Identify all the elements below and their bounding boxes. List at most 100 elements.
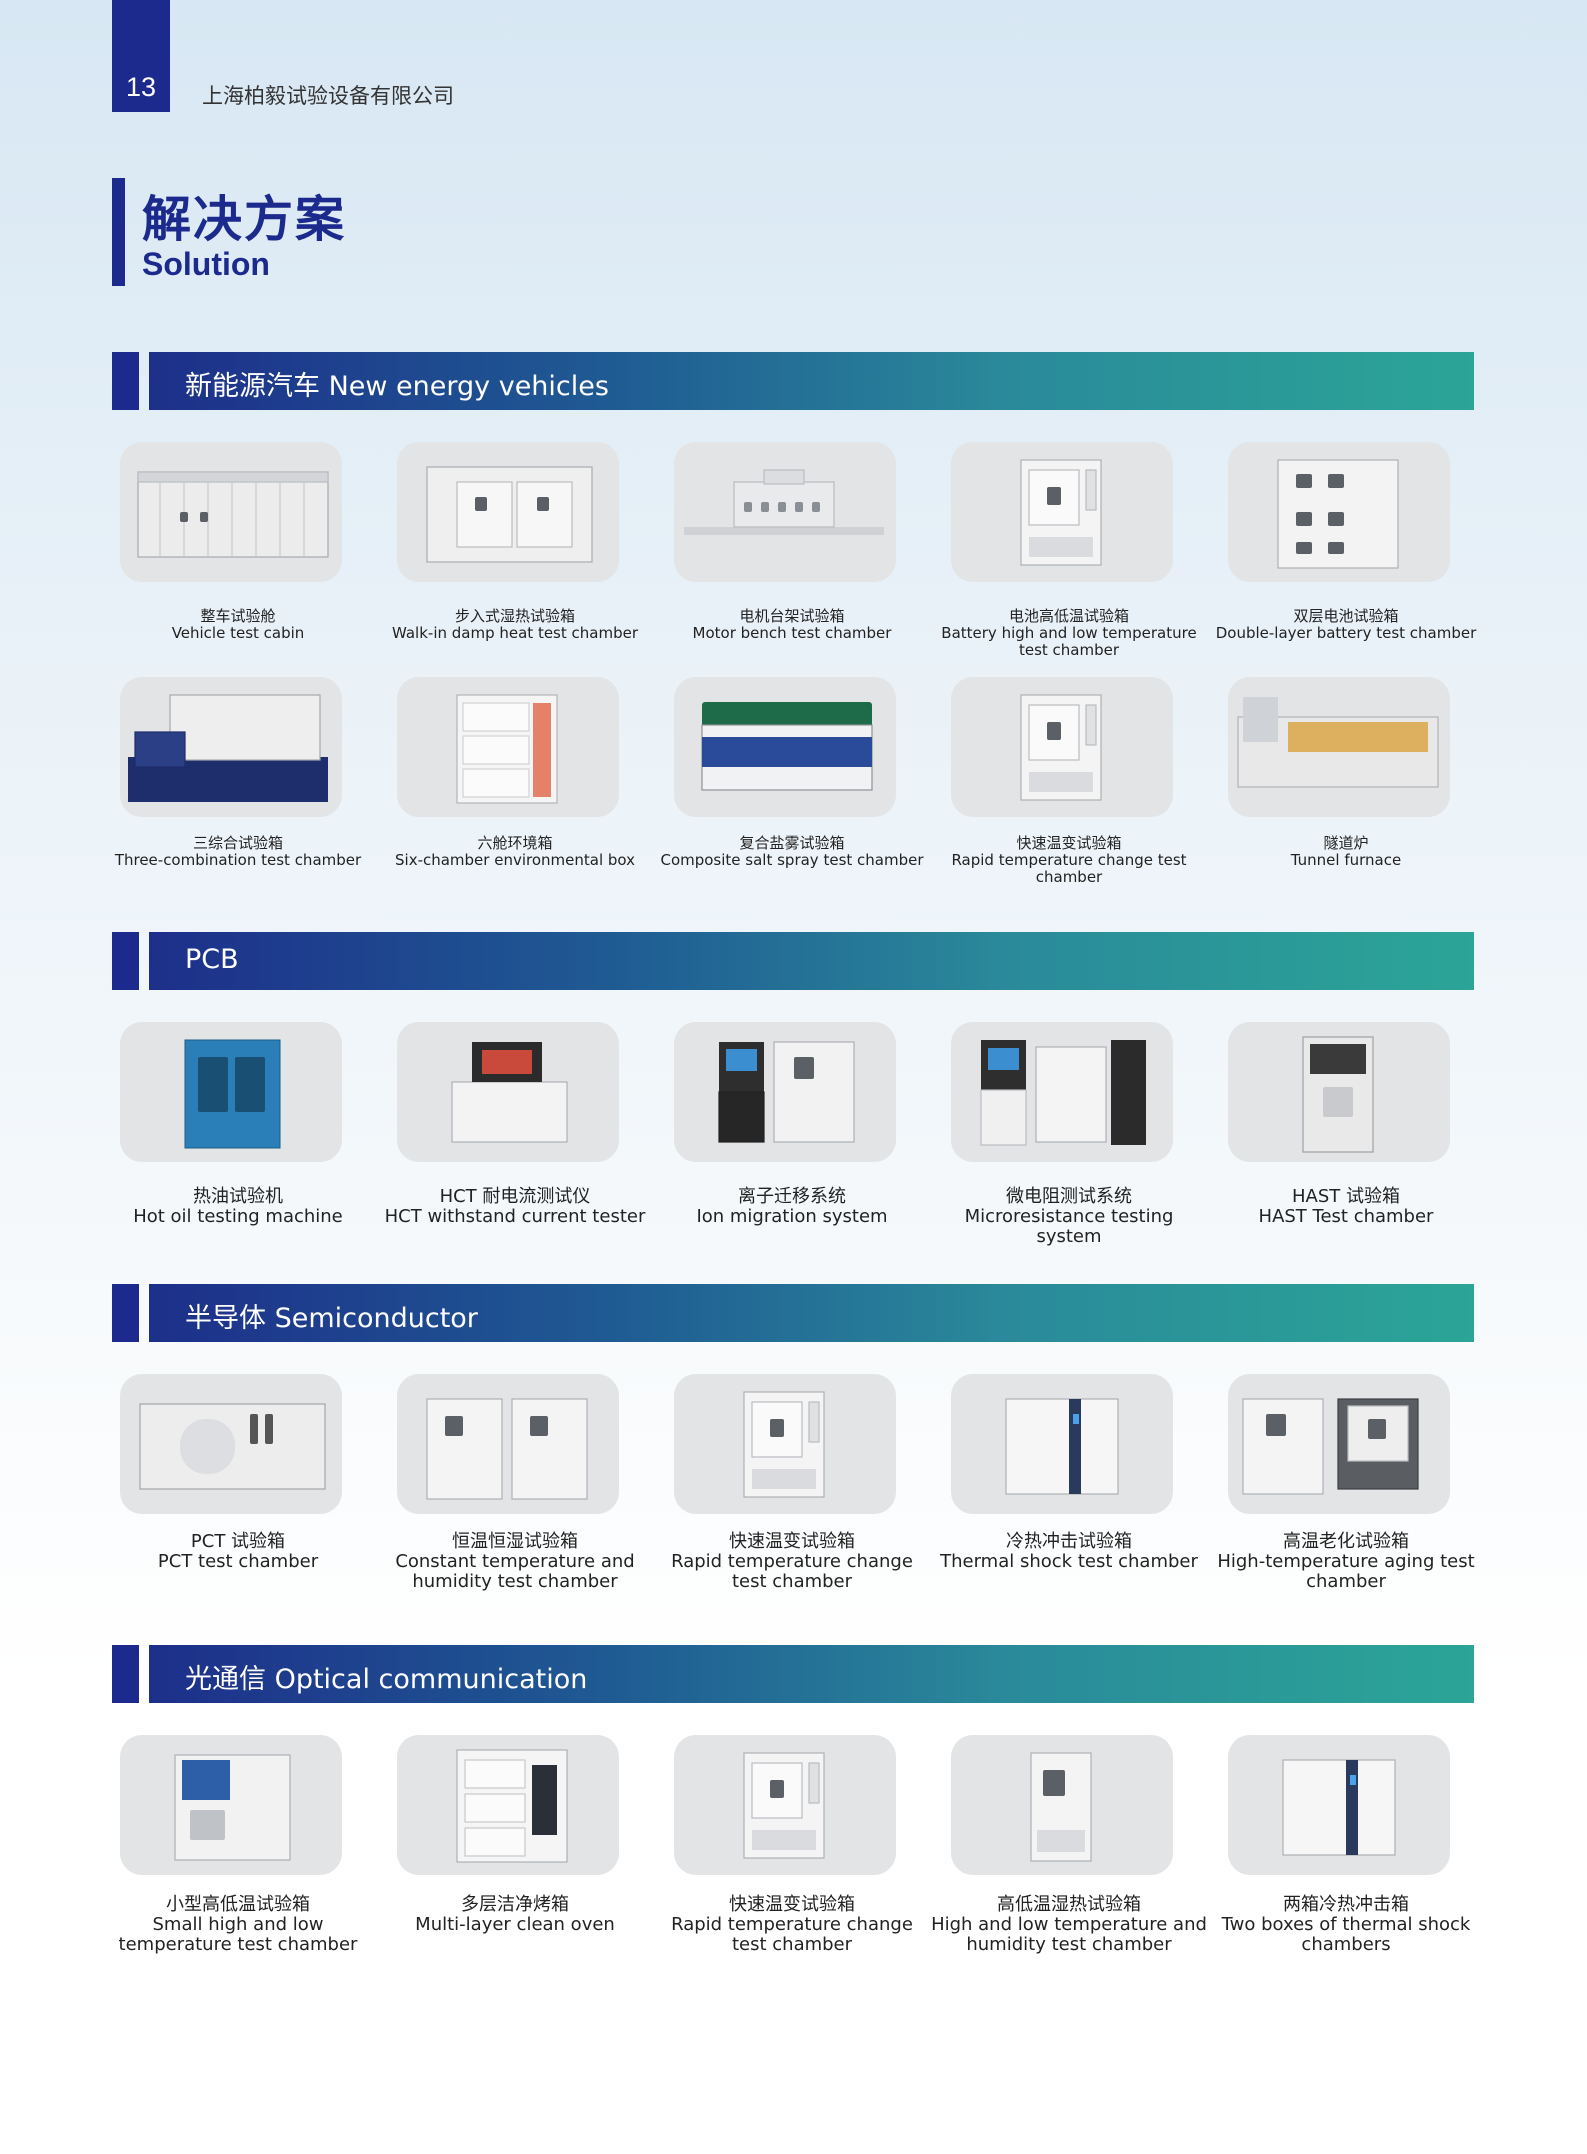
product-name-en: Rapid temperature change test chamber [671,1551,913,1593]
const-temp-image [397,1374,619,1514]
rapid-temp-image [951,677,1173,817]
section-header: PCB [0,932,1587,990]
product-name-cn: 隧道炉 [1323,834,1369,852]
section-title: 半导体 Semiconductor [185,1303,478,1334]
product-name-en: Two boxes of thermal shock chambers [1221,1914,1471,1956]
salt-spray-image [674,677,896,817]
product-name-en: Walk-in damp heat test chamber [391,623,638,642]
product-name-en: Multi-layer clean oven [415,1914,615,1936]
battery-chamber-image [951,442,1173,582]
section-header: 新能源汽车 New energy vehicles [0,352,1587,410]
small-chamber-image [120,1735,342,1875]
product-name-en: Double-layer battery test chamber [1215,623,1477,642]
humidity-chamber-image [951,1735,1173,1875]
product-name-cn: 六舱环境箱 [477,834,553,852]
motor-bench-image [674,442,896,582]
product-name-cn: PCT 试验箱 [190,1531,286,1552]
product-name-cn: 高温老化试验箱 [1283,1531,1409,1552]
title-accent-bar [112,178,125,286]
section-header: 半导体 Semiconductor [0,1284,1587,1342]
double-layer-chamber-image [1228,442,1450,582]
product-name-cn: 电池高低温试验箱 [1008,607,1129,625]
product-name-cn: 三综合试验箱 [192,834,283,852]
product-name-en: Constant temperature and humidity test c… [395,1551,635,1593]
product-name-cn: 冷热冲击试验箱 [1006,1531,1132,1552]
hct-tester-image [397,1022,619,1162]
product-name-en: HCT withstand current tester [384,1206,646,1228]
product-name-en: Tunnel furnace [1290,850,1402,869]
product-name-cn: 热油试验机 [193,1186,283,1207]
section-band: 新能源汽车 New energy vehicles [149,352,1474,410]
clean-oven-image [397,1735,619,1875]
product-name-en: Battery high and low temperature test ch… [941,623,1197,659]
product-name-cn: 双层电池试验箱 [1293,607,1399,625]
product-name-cn: 两箱冷热冲击箱 [1283,1894,1409,1915]
product-name-en: High and low temperature and humidity te… [931,1914,1207,1956]
hot-oil-image [120,1022,342,1162]
section-marker [112,352,139,410]
product-name-en: HAST Test chamber [1258,1206,1434,1228]
product-name-en: Small high and low temperature test cham… [118,1914,358,1956]
section-band: 光通信 Optical communication [149,1645,1474,1703]
product-name-cn: 恒温恒湿试验箱 [452,1531,578,1552]
section-marker [112,1284,139,1342]
product-name-cn: 快速温变试验箱 [729,1894,855,1915]
page-number: 13 [125,72,157,102]
product-name-cn: HCT 耐电流测试仪 [439,1186,591,1207]
page-title-cn: 解决方案 [142,191,347,248]
product-name-cn: 微电阻测试系统 [1006,1186,1132,1207]
company-name: 上海柏毅试验设备有限公司 [202,84,454,108]
product-name-cn: 高低温湿热试验箱 [997,1894,1141,1915]
vehicle-cabin-image [120,442,342,582]
ion-migration-image [674,1022,896,1162]
microresistance-image [951,1022,1173,1162]
product-name-cn: 快速温变试验箱 [729,1531,855,1552]
product-name-en: Composite salt spray test chamber [660,850,924,869]
product-name-cn: 小型高低温试验箱 [166,1894,310,1915]
product-name-en: Thermal shock test chamber [940,1551,1198,1573]
product-name-en: Vehicle test cabin [171,623,305,642]
product-name-en: Microresistance testing system [964,1206,1174,1248]
three-combination-image [120,677,342,817]
product-name-cn: 多层洁净烤箱 [461,1894,569,1915]
product-name-cn: 整车试验舱 [200,607,276,625]
section-header: 光通信 Optical communication [0,1645,1587,1703]
product-name-en: High-temperature aging test chamber [1217,1551,1475,1593]
thermal-shock-image [951,1374,1173,1514]
hast-chamber-image [1228,1022,1450,1162]
product-name-en: Motor bench test chamber [692,623,892,642]
product-name-cn: 复合盐雾试验箱 [739,834,845,852]
product-name-en: Six-chamber environmental box [395,850,635,869]
rapid-temp-3-image [674,1735,896,1875]
pct-chamber-image [120,1374,342,1514]
product-name-en: Hot oil testing machine [133,1206,343,1228]
section-marker [112,1645,139,1703]
product-name-en: Three-combination test chamber [114,850,362,869]
walkin-chamber-image [397,442,619,582]
section-title: 光通信 Optical communication [185,1664,588,1695]
product-name-cn: 步入式湿热试验箱 [454,607,575,625]
aging-chamber-image [1228,1374,1450,1514]
product-name-cn: 离子迁移系统 [738,1186,846,1207]
two-box-shock-image [1228,1735,1450,1875]
